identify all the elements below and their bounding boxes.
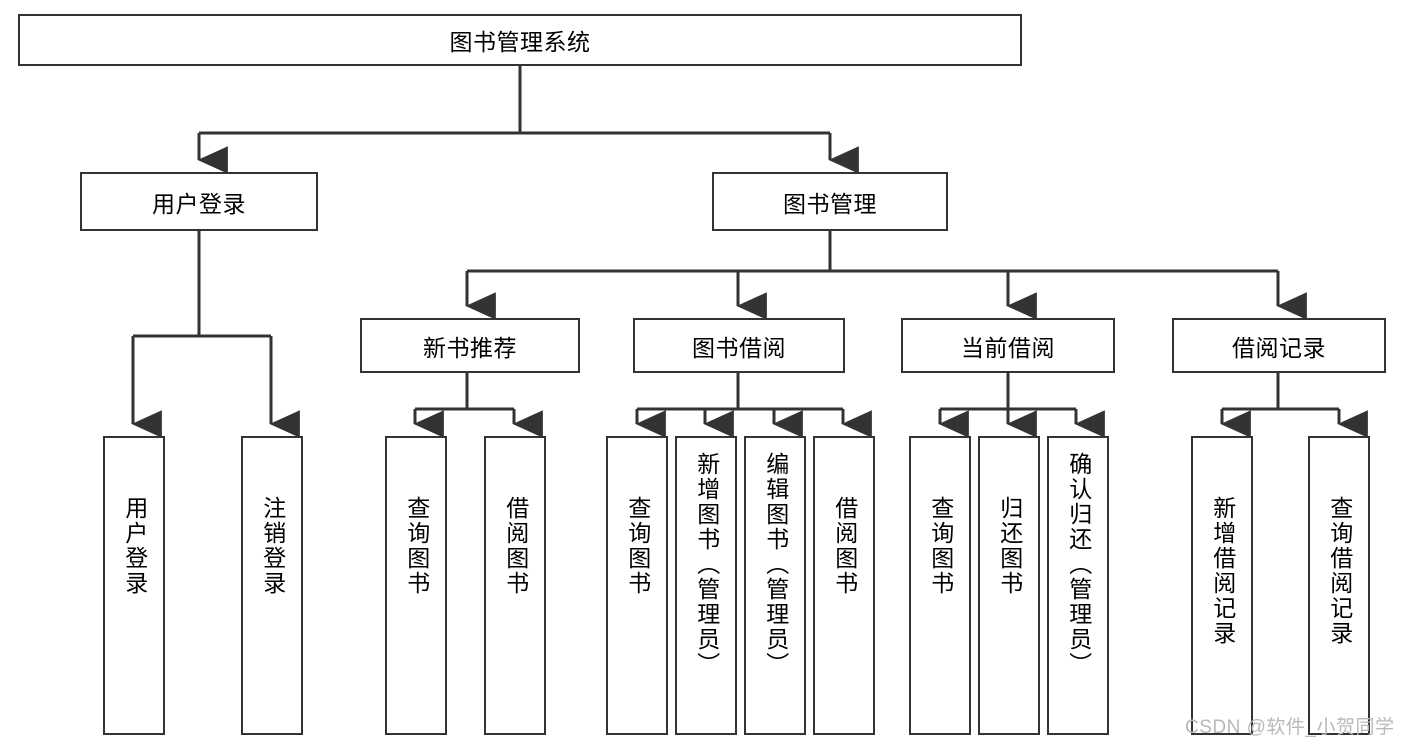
node-label: 归还图书 [996,496,1023,596]
node-root-system[interactable]: 图书管理系统 [18,14,1022,66]
leaf-borrow-record-add[interactable]: 新增借阅记录 [1191,436,1253,735]
node-label: 查询图书 [927,496,954,596]
node-label: 新书推荐 [423,334,517,361]
node-new-book-recommend[interactable]: 新书推荐 [360,318,580,373]
leaf-book-borrow-add[interactable]: 新增图书（管理员） [675,436,737,735]
node-label: 注销登录 [259,496,286,596]
node-label: 当前借阅 [961,334,1055,361]
node-book-borrow[interactable]: 图书借阅 [633,318,845,373]
leaf-current-borrow-query[interactable]: 查询图书 [909,436,971,735]
node-label: 借阅图书 [502,496,529,596]
node-label: 用户登录 [121,496,148,596]
node-book-management[interactable]: 图书管理 [712,172,948,231]
leaf-borrow-record-query[interactable]: 查询借阅记录 [1308,436,1370,735]
leaf-current-borrow-confirm-return[interactable]: 确认归还（管理员） [1047,436,1109,735]
node-label: 图书管理系统 [449,29,591,55]
leaf-book-borrow-query[interactable]: 查询图书 [606,436,668,735]
node-label: 用户登录 [152,190,246,217]
watermark: CSDN @软件_小贺同学 [1185,717,1395,738]
node-current-borrow[interactable]: 当前借阅 [901,318,1115,373]
node-label: 借阅记录 [1232,334,1326,361]
node-user-login[interactable]: 用户登录 [80,172,318,231]
node-label: 新增借阅记录 [1209,496,1236,646]
node-label: 图书管理 [783,190,877,217]
leaf-user-login-logout[interactable]: 注销登录 [241,436,303,735]
node-label: 确认归还（管理员） [1065,452,1092,677]
node-label: 查询图书 [624,496,651,596]
leaf-current-borrow-return[interactable]: 归还图书 [978,436,1040,735]
node-borrow-record[interactable]: 借阅记录 [1172,318,1386,373]
node-label: 图书借阅 [692,334,786,361]
leaf-book-borrow-edit[interactable]: 编辑图书（管理员） [744,436,806,735]
leaf-new-book-borrow[interactable]: 借阅图书 [484,436,546,735]
node-label: 借阅图书 [831,496,858,596]
leaf-user-login-login[interactable]: 用户登录 [103,436,165,735]
node-label: 查询图书 [403,496,430,596]
leaf-new-book-query[interactable]: 查询图书 [385,436,447,735]
leaf-book-borrow-borrow[interactable]: 借阅图书 [813,436,875,735]
node-label: 新增图书（管理员） [693,452,720,677]
node-label: 编辑图书（管理员） [762,452,789,677]
node-label: 查询借阅记录 [1326,496,1353,646]
